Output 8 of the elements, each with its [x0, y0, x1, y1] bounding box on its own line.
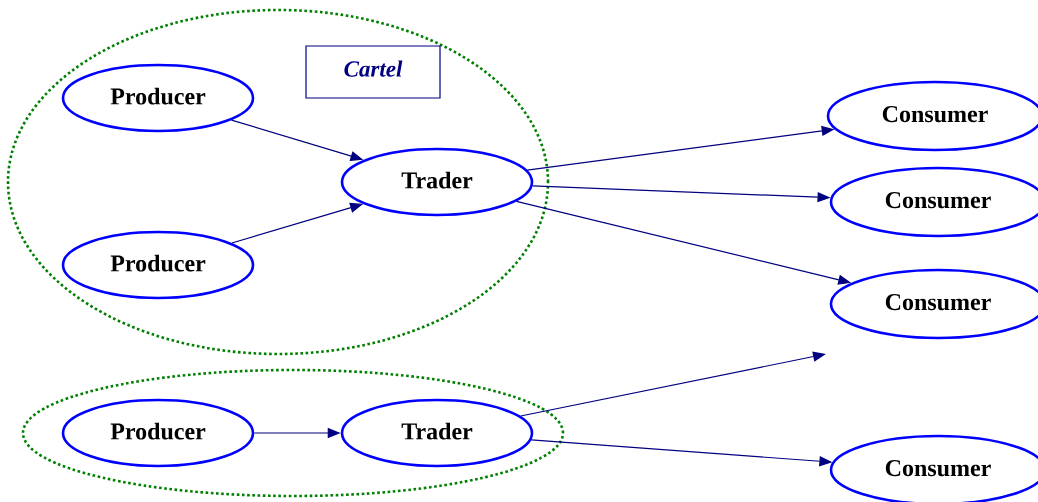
dotted-ellipse: [6, 8, 550, 356]
ellipse-node: Producer: [61, 63, 255, 133]
dotted-ellipse: [21, 368, 565, 498]
ellipse-node: Trader: [340, 398, 534, 468]
ellipse-node: Trader: [340, 147, 534, 217]
ellipse-node: Producer: [61, 398, 255, 468]
label-box: Cartel: [305, 45, 441, 99]
ellipse-node: Producer: [61, 230, 255, 300]
